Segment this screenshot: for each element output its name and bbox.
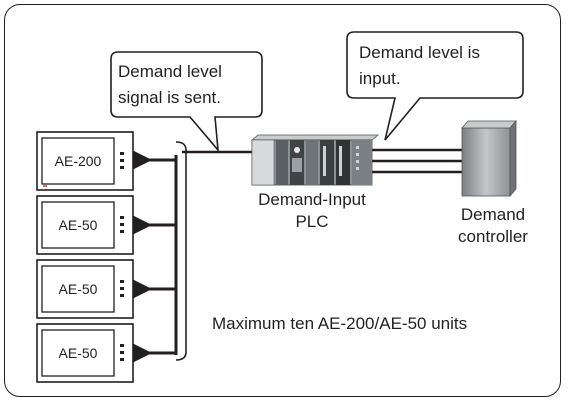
controller-label-line2: controller bbox=[458, 227, 528, 246]
plc-label-line1: Demand-Input bbox=[258, 190, 366, 209]
ae-unit-3 bbox=[36, 259, 134, 319]
callout-right-line1: Demand level is bbox=[359, 43, 480, 62]
ae-unit-2-label: AE-50 bbox=[58, 217, 98, 233]
callout-bubble-right bbox=[346, 31, 524, 141]
ae-unit-1 bbox=[36, 131, 134, 191]
unit-arrows bbox=[128, 148, 176, 365]
demand-controller-device bbox=[461, 119, 517, 198]
callout-left-line2: signal is sent. bbox=[118, 88, 221, 107]
plc-device bbox=[250, 134, 380, 186]
ae-unit-4-label: AE-50 bbox=[58, 345, 98, 361]
ae-unit-1-label: AE-200 bbox=[54, 153, 102, 169]
max-units-note: Maximum ten AE-200/AE-50 units bbox=[212, 314, 468, 333]
ae-unit-2 bbox=[36, 195, 134, 255]
callout-left-line1: Demand level bbox=[118, 62, 222, 81]
callout-bubble-left bbox=[110, 51, 263, 153]
callout-right-line2: input. bbox=[359, 69, 401, 88]
bus-bracket bbox=[175, 141, 187, 361]
ae-unit-3-label: AE-50 bbox=[58, 281, 98, 297]
plc-label-line2: PLC bbox=[295, 212, 329, 231]
controller-label-line1: Demand bbox=[460, 205, 526, 224]
controller-signal-lines bbox=[365, 148, 462, 174]
ae-unit-4 bbox=[36, 323, 134, 383]
diagram-frame bbox=[4, 4, 561, 397]
